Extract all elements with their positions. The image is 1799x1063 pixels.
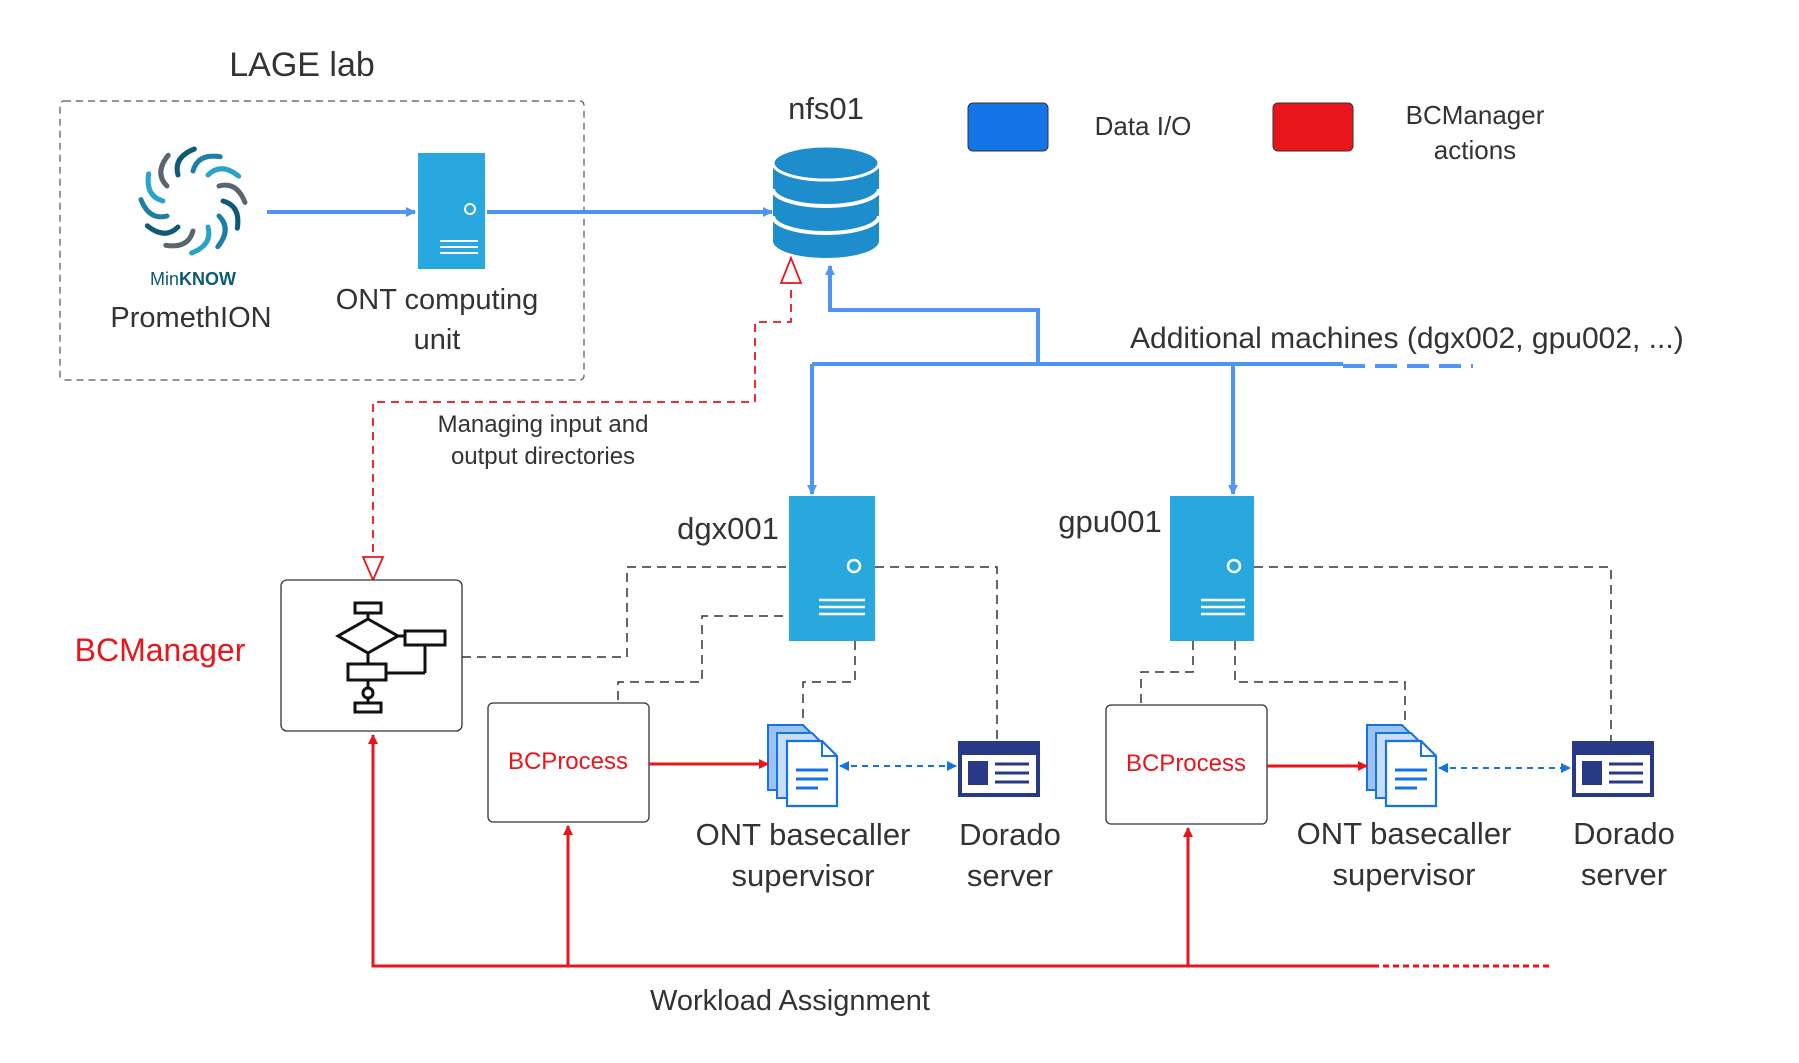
- gpu001-dorado-server-icon: [1572, 741, 1654, 797]
- dgx001-connections: [462, 566, 998, 741]
- dgx001-supervisor-document-icon: [767, 724, 839, 808]
- legend: Data I/O BCManager actions: [967, 100, 1545, 165]
- managing-label-line1: Managing input and: [438, 411, 649, 438]
- managing-arrowhead-bottom: [361, 556, 385, 583]
- gpu001-label: gpu001: [1058, 504, 1161, 539]
- swirl-stroke: [163, 228, 196, 249]
- lage-lab-title: LAGE lab: [229, 46, 375, 84]
- workload-assignment-label: Workload Assignment: [650, 985, 930, 1017]
- swirl-stroke: [205, 166, 242, 179]
- dgx001-dorado-label-line2: server: [967, 858, 1053, 893]
- dgx001-dorado-label-line1: Dorado: [959, 817, 1061, 852]
- gpu001-server-icon: [1170, 496, 1254, 641]
- nfs01-database-icon: [771, 144, 881, 258]
- lage-lab-group: [59, 100, 585, 381]
- gpu001-supervisor-label-line2: supervisor: [1333, 857, 1476, 892]
- minknow-logo-icon: MinKNOW: [138, 146, 248, 289]
- data-io-backbone: [807, 265, 1473, 495]
- managing-arrowhead-top: [779, 255, 803, 284]
- swirl-stroke: [158, 152, 171, 189]
- nfs01-label: nfs01: [788, 91, 864, 126]
- dgx001-supervisor-label-line2: supervisor: [732, 858, 875, 893]
- bcmanager-box[interactable]: [280, 579, 463, 732]
- dgx001-supervisor-label-line1: ONT basecaller: [696, 817, 911, 852]
- gpu001-dorado-label-line2: server: [1581, 857, 1667, 892]
- swirl-stroke: [220, 198, 241, 231]
- additional-machines-label: Additional machines (dgx002, gpu002, ...…: [1130, 322, 1684, 355]
- promethion-label: PromethION: [110, 302, 271, 334]
- legend-swatch-data-io: [967, 102, 1049, 152]
- legend-label-data-io: Data I/O: [1095, 111, 1192, 141]
- swirl-stroke: [215, 213, 228, 250]
- dgx001-label: dgx001: [677, 511, 779, 546]
- swirl-stroke: [144, 223, 181, 236]
- legend-label-bcmanager-line2: actions: [1434, 135, 1516, 165]
- svg-text:MinKNOW: MinKNOW: [150, 269, 236, 289]
- computing-unit-label-line2: unit: [414, 324, 461, 356]
- bcmanager-label: BCManager: [75, 632, 246, 668]
- gpu001-bcprocess-label: BCProcess: [1126, 750, 1246, 777]
- gpu001-supervisor-document-icon: [1366, 724, 1438, 808]
- gpu001-dorado-label-line1: Dorado: [1573, 816, 1675, 851]
- workload-assignment-lines: [368, 734, 1553, 968]
- managing-label-line2: output directories: [451, 443, 635, 470]
- swirl-stroke: [174, 146, 197, 178]
- ont-computing-unit-server-icon: [418, 153, 485, 269]
- dgx001-server-icon: [789, 496, 875, 641]
- dgx001-bcprocess-label: BCProcess: [508, 748, 628, 775]
- swirl-stroke: [189, 224, 212, 256]
- flowchart-icon: [334, 601, 447, 714]
- computing-unit-label-line1: ONT computing: [336, 284, 539, 316]
- swirl-stroke: [145, 171, 166, 204]
- dgx001-dorado-server-icon: [958, 741, 1040, 797]
- arrow-bcmanager-to-nfs01: [372, 256, 792, 580]
- gpu001-supervisor-label-line1: ONT basecaller: [1297, 816, 1512, 851]
- swirl-stroke: [138, 197, 170, 220]
- legend-swatch-bcmanager: [1272, 102, 1354, 152]
- swirl-stroke: [216, 182, 248, 205]
- gpu001-connections: [1140, 566, 1612, 741]
- legend-label-bcmanager-line1: BCManager: [1406, 100, 1545, 130]
- swirl-stroke: [190, 153, 223, 174]
